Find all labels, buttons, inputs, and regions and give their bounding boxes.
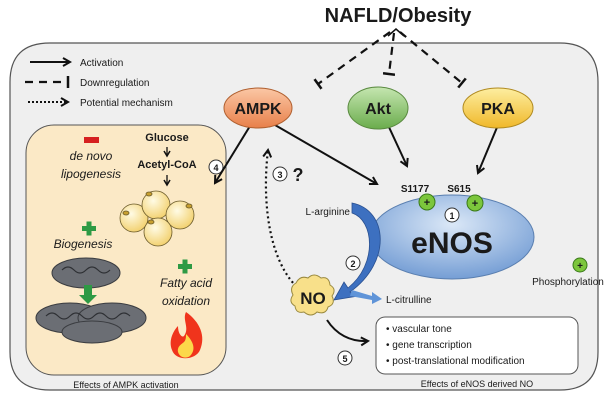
no-effects-box [375, 316, 579, 375]
lipogenesis-line1: de novo [70, 149, 113, 163]
akt-to-enos-arrow [387, 124, 407, 166]
ampk-node: AMPK [223, 87, 293, 129]
green-down-arrow [79, 285, 97, 304]
step-5-label: 5 [342, 354, 347, 364]
step-5-circle [337, 350, 353, 366]
l-arginine-label: L-arginine [306, 207, 351, 218]
ampk-effects-caption: Effects of AMPK activation [73, 380, 178, 390]
no-effects-caption: Effects of eNOS derived NO [421, 379, 533, 389]
step-3-circle [272, 166, 288, 182]
no-to-effects-arrow [326, 319, 368, 341]
minus-icon [84, 137, 99, 143]
ampk-to-fat-arrow [215, 125, 251, 183]
l-citrulline-label: L-citrulline [386, 295, 432, 306]
step-2-circle [345, 255, 361, 271]
svg-text:• gene transcription: • gene transcription [386, 340, 472, 351]
no-to-ampk-dotted-arrow [266, 150, 301, 291]
pka-label: PKA [481, 101, 515, 118]
plus-icon-biogenesis [82, 221, 96, 236]
no-effects-list: • vascular tone • gene transcription • p… [386, 324, 525, 367]
phosphorylation-legend-icon: + [572, 257, 588, 273]
legend-activation-label: Activation [80, 58, 123, 69]
legend-downregulation-label: Downregulation [80, 78, 150, 89]
effect-item: post-translational modification [392, 356, 524, 367]
phospho-s1177-icon: + [418, 193, 436, 211]
step-3-label: 3 [277, 170, 282, 180]
site-s615: S615 [447, 184, 471, 195]
ampk-to-enos-arrow [274, 124, 377, 184]
svg-text:+: + [577, 261, 583, 272]
enos-label: eNOS [411, 227, 493, 260]
no-node: NO [290, 274, 335, 316]
svg-text:• vascular tone: • vascular tone [386, 324, 452, 335]
title-nafld-obesity: NAFLD/Obesity [325, 5, 473, 27]
step-4-label: 4 [213, 163, 218, 173]
mitochondria-icon [35, 257, 147, 344]
phospho-s615-icon: + [466, 194, 484, 212]
fat-droplets-icon [119, 190, 195, 247]
svg-text:+: + [472, 198, 478, 210]
nafld-caret [387, 28, 405, 37]
arginine-conversion-arrow [333, 202, 381, 301]
phosphorylation-label: Phosphorylation [532, 277, 604, 288]
legend: Activation Downregulation Potential mech… [25, 58, 173, 109]
pka-to-enos-arrow [478, 124, 499, 173]
enos-node: eNOS [369, 194, 535, 280]
lipogenesis-line2: lipogenesis [61, 167, 121, 181]
no-label: NO [300, 289, 326, 308]
step-1-label: 1 [449, 211, 454, 221]
citrulline-arrow [350, 290, 382, 304]
effect-item: gene transcription [392, 340, 472, 351]
svg-text:• post-translational modificat: • post-translational modification [386, 356, 525, 367]
plus-icon-fatty-acid [178, 259, 192, 274]
akt-label: Akt [365, 101, 391, 118]
acetyl-coa-label: Acetyl-CoA [137, 159, 196, 171]
svg-text:+: + [424, 197, 430, 209]
legend-potential-label: Potential mechanism [80, 98, 173, 109]
ampk-label: AMPK [234, 101, 282, 118]
akt-node: Akt [347, 86, 409, 130]
glucose-label: Glucose [145, 132, 188, 144]
site-s1177: S1177 [401, 184, 430, 195]
step-1-circle [444, 207, 460, 223]
downregulation-lines [313, 31, 467, 90]
fatty-acid-line2: oxidation [162, 294, 210, 308]
fatty-acid-line1: Fatty acid [160, 276, 212, 290]
step-2-label: 2 [350, 259, 355, 269]
effect-item: vascular tone [392, 324, 452, 335]
pka-node: PKA [462, 87, 534, 129]
question-mark: ? [293, 165, 304, 185]
biogenesis-label: Biogenesis [54, 237, 113, 251]
flame-icon [170, 312, 203, 359]
step-4-circle [208, 159, 224, 175]
